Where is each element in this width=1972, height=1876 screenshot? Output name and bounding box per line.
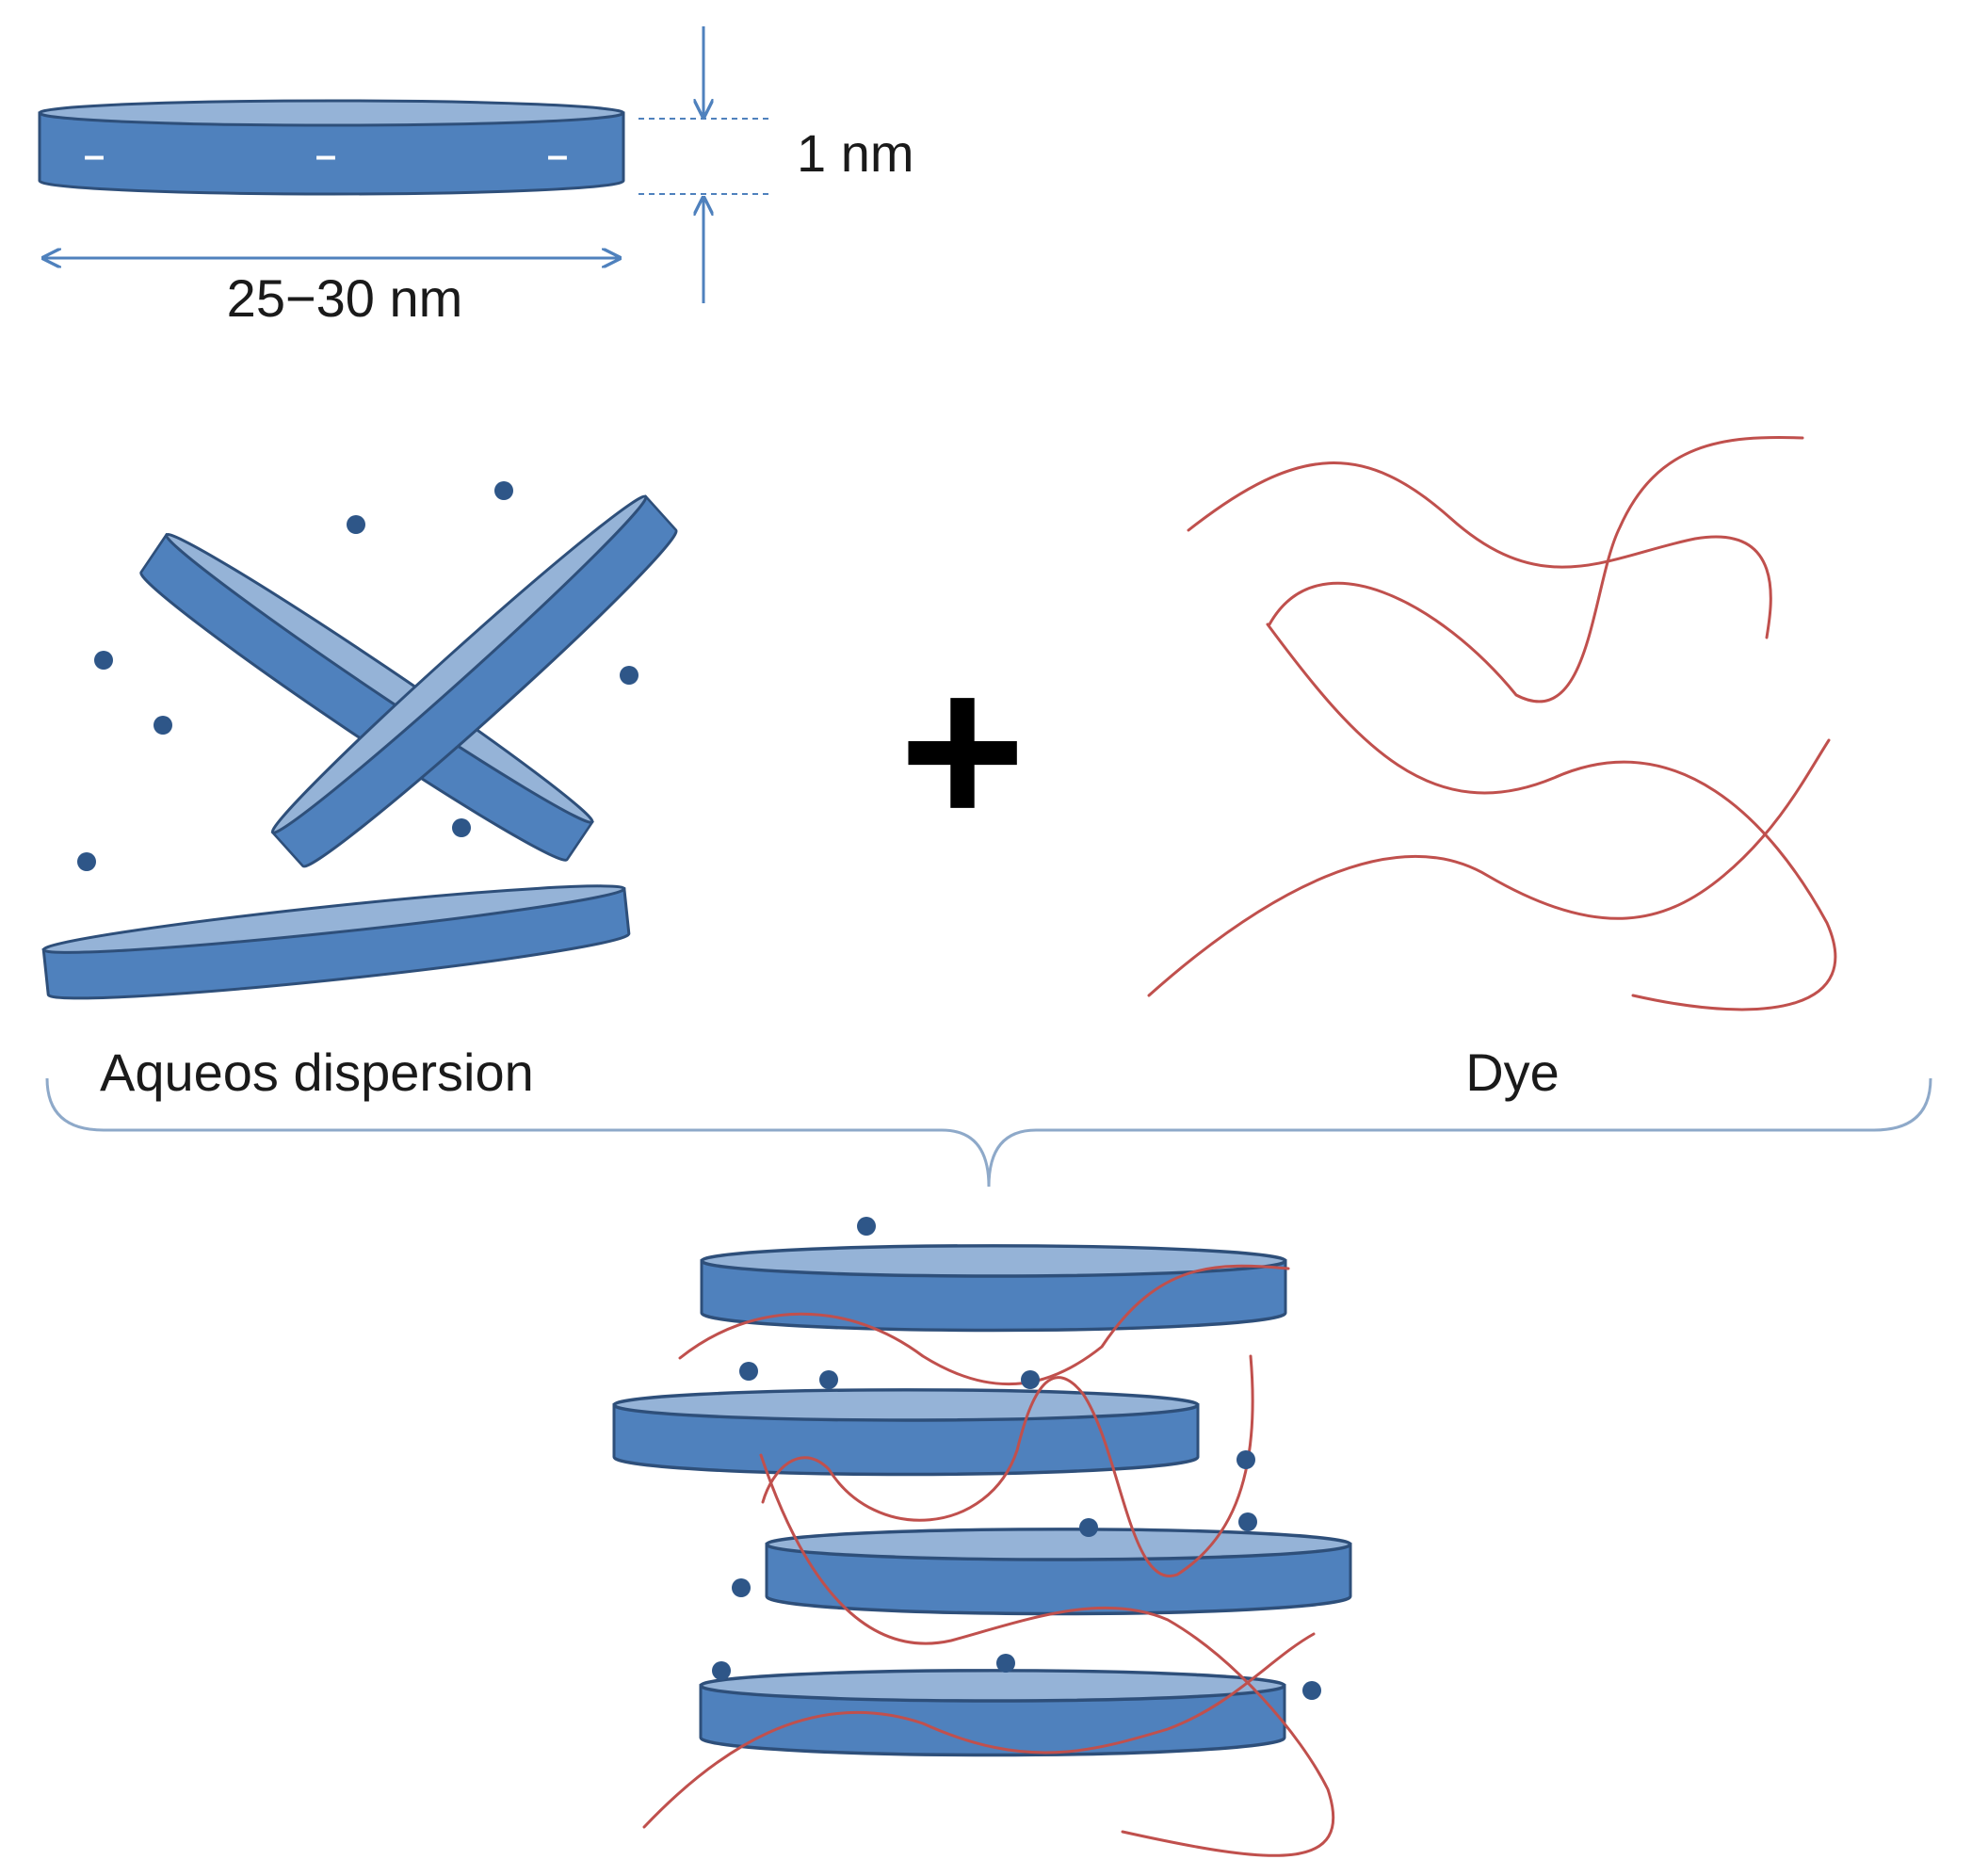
diameter-dimension: 25−30 nm (43, 258, 620, 328)
counter-ion-dot (712, 1661, 731, 1680)
counter-ion-dot (1238, 1512, 1257, 1531)
counter-ion-dot (620, 666, 638, 685)
dye-chain (1147, 738, 1831, 997)
negative-charge-mark: – (547, 135, 568, 176)
counter-ion-dot (857, 1217, 876, 1236)
clay-platelet (40, 874, 633, 1011)
counter-ion-dot (732, 1578, 751, 1597)
counter-ion-dot (347, 515, 365, 534)
dye-chain (1268, 436, 1804, 704)
dye-chain (759, 1453, 1335, 1857)
counter-ion-dot (452, 818, 471, 837)
counter-ion-dot (94, 651, 113, 670)
thickness-label: 1 nm (797, 123, 914, 183)
counter-ion-dot (739, 1362, 758, 1381)
aqueous-dispersion-label: Aqueos dispersion (100, 1043, 534, 1102)
dye-chain (642, 1632, 1316, 1829)
counter-ion-dot (996, 1654, 1015, 1673)
counter-ion-dot (1021, 1370, 1040, 1389)
dye-chain (1187, 461, 1772, 639)
counter-ion-dot (1079, 1518, 1098, 1537)
counter-ion-dot (1237, 1450, 1255, 1469)
counter-ion-dot (819, 1370, 838, 1389)
dye-label: Dye (1465, 1043, 1560, 1102)
counter-ion-dot (77, 852, 96, 871)
negative-charge-mark: – (315, 135, 336, 176)
dye-chain (761, 1354, 1254, 1577)
counter-ion-dot (154, 716, 172, 735)
single-clay-platelet: – – – (38, 99, 625, 196)
dye-chain (1266, 623, 1837, 1011)
dye-chains-group (1147, 436, 1837, 1011)
intercalated-stack (612, 1217, 1352, 1857)
combining-brace (45, 1077, 1932, 1188)
dye-chain (678, 1264, 1290, 1386)
thickness-dimension: 1 nm (638, 26, 914, 303)
clay-platelet (765, 1528, 1352, 1616)
counter-ion-dot (1302, 1681, 1321, 1700)
clay-platelet (699, 1669, 1286, 1757)
aqueous-dispersion-group (40, 481, 687, 1011)
counter-ion-dot (494, 481, 513, 500)
negative-charge-mark: – (84, 135, 105, 176)
clay-platelet (700, 1244, 1287, 1333)
diameter-label: 25−30 nm (227, 268, 463, 328)
plus-sign: + (899, 629, 1026, 871)
